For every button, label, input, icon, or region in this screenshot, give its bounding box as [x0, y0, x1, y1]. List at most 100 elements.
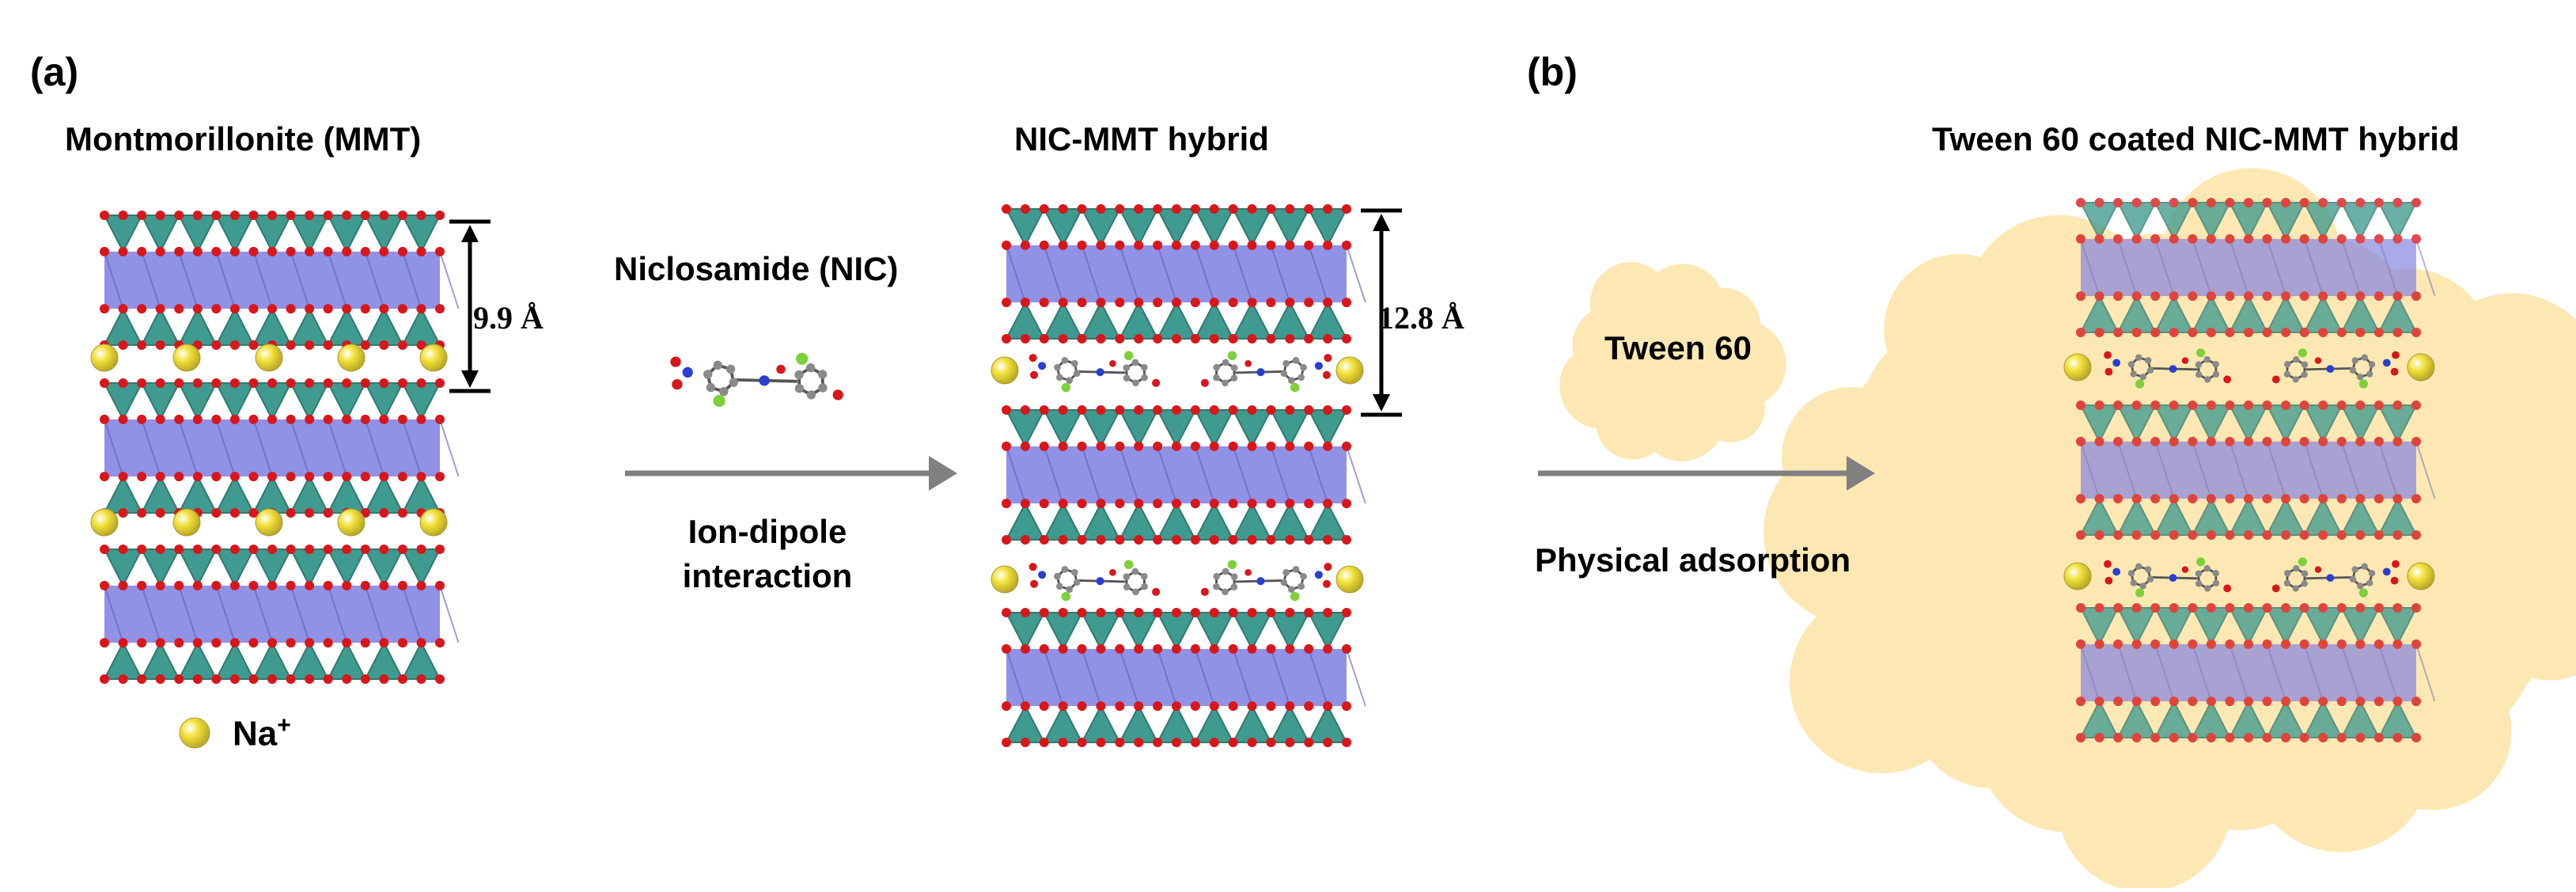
oxygen-atom	[2113, 437, 2123, 446]
oxygen-atom	[2095, 291, 2104, 301]
oxygen-atom	[2374, 494, 2384, 503]
tetrahedron	[2379, 203, 2416, 239]
tetrahedron	[1044, 503, 1082, 540]
tetrahedron	[1006, 410, 1044, 446]
oxygen-atom	[1109, 569, 1116, 576]
oxygen-atom	[1248, 701, 1257, 711]
oxygen-atom	[324, 247, 333, 256]
nitrogen-atom	[2112, 359, 2120, 367]
oxygen-atom	[2318, 437, 2328, 446]
oxygen-atom	[248, 638, 258, 647]
oxygen-atom	[398, 247, 407, 256]
oxygen-atom	[2223, 376, 2231, 384]
oxygen-atom	[2207, 603, 2216, 613]
oxygen-atom	[1285, 499, 1294, 508]
oxygen-atom	[1191, 405, 1200, 415]
sodium-legend-label: Na+	[233, 712, 291, 754]
oxygen-atom	[2281, 437, 2290, 446]
oxygen-atom	[2076, 697, 2085, 706]
oxygen-atom	[1304, 701, 1313, 711]
oxygen-atom	[2169, 291, 2179, 301]
oxygen-atom	[230, 581, 240, 590]
oxygen-atom	[1210, 701, 1219, 711]
oxygen-atom	[398, 581, 407, 590]
oxygen-atom	[2113, 530, 2123, 540]
oxygen-atom	[1096, 535, 1105, 545]
oxygen-atom	[1153, 738, 1162, 747]
oxygen-atom	[1002, 334, 1011, 344]
oxygen-atom	[2392, 530, 2402, 540]
oxygen-atom	[2188, 733, 2197, 742]
oxygen-atom	[1059, 644, 1068, 654]
carbon-atom	[1297, 583, 1305, 590]
oxygen-atom	[100, 545, 109, 554]
carbon-atom	[1288, 586, 1295, 593]
oxygen-atom	[416, 211, 426, 220]
oxygen-atom	[1266, 405, 1275, 415]
oxygen-atom	[1304, 738, 1313, 747]
tetrahedron	[1119, 209, 1157, 245]
oxygen-atom	[119, 545, 128, 554]
oxygen-atom	[1021, 442, 1030, 451]
carbon-atom	[726, 365, 735, 374]
oxygen-atom	[672, 379, 682, 389]
oxygen-atom	[119, 674, 128, 684]
oxygen-atom	[2392, 351, 2400, 359]
oxygen-atom	[670, 356, 680, 366]
oxygen-atom	[2244, 328, 2253, 337]
oxygen-atom	[1134, 608, 1143, 617]
oxygen-atom	[2169, 437, 2179, 446]
oxygen-atom	[2188, 291, 2197, 301]
oxygen-atom	[1115, 405, 1124, 415]
oxygen-atom	[1248, 535, 1257, 545]
oxygen-atom	[435, 472, 445, 481]
tetrahedron	[1082, 410, 1120, 446]
oxygen-atom	[2150, 198, 2160, 207]
oxygen-atom	[1304, 499, 1313, 508]
oxygen-atom	[2113, 603, 2123, 613]
oxygen-atom	[2263, 640, 2272, 649]
oxygen-atom	[193, 472, 203, 481]
oxygen-atom	[342, 674, 351, 684]
oxygen-atom	[398, 340, 407, 350]
carbon-atom	[2204, 356, 2210, 362]
carbon-atom	[1071, 569, 1078, 576]
oxygen-atom	[1153, 701, 1162, 711]
oxygen-atom	[286, 674, 296, 684]
oxygen-atom	[119, 415, 128, 424]
carbon-atom	[1213, 364, 1220, 371]
oxygen-atom	[137, 378, 146, 388]
oxygen-atom	[2337, 291, 2347, 301]
oxygen-atom	[1030, 371, 1038, 379]
oxygen-atom	[2207, 697, 2216, 706]
oxygen-atom	[2076, 733, 2085, 742]
oxygen-atom	[2355, 234, 2365, 244]
oxygen-atom	[248, 581, 258, 590]
carbon-atom	[2147, 367, 2154, 374]
oxygen-atom	[2076, 291, 2085, 301]
oxygen-atom	[2150, 640, 2160, 649]
oxygen-atom	[2374, 697, 2384, 706]
oxygen-atom	[137, 545, 146, 554]
carbon-atom	[1222, 380, 1229, 387]
chlorine-atom	[2298, 348, 2307, 357]
oxygen-atom	[1134, 644, 1143, 654]
oxygen-atom	[1059, 535, 1068, 545]
carbon-atom	[2284, 580, 2290, 586]
chlorine-atom	[1124, 560, 1134, 570]
oxygen-atom	[342, 304, 351, 313]
oxygen-atom	[174, 472, 184, 481]
oxygen-atom	[286, 378, 296, 388]
nitrogen-atom	[1256, 368, 1264, 376]
oxygen-atom	[305, 508, 314, 518]
oxygen-atom	[286, 581, 296, 590]
oxygen-atom	[2132, 291, 2142, 301]
oxygen-atom	[1059, 442, 1068, 451]
oxygen-atom	[2355, 603, 2365, 613]
tetrahedron	[179, 643, 216, 679]
oxygen-atom	[2095, 603, 2104, 613]
oxygen-atom	[2300, 437, 2309, 446]
oxygen-atom	[1021, 241, 1030, 250]
hybrid-layer-1	[1002, 204, 1366, 344]
oxygen-atom	[2355, 494, 2365, 503]
